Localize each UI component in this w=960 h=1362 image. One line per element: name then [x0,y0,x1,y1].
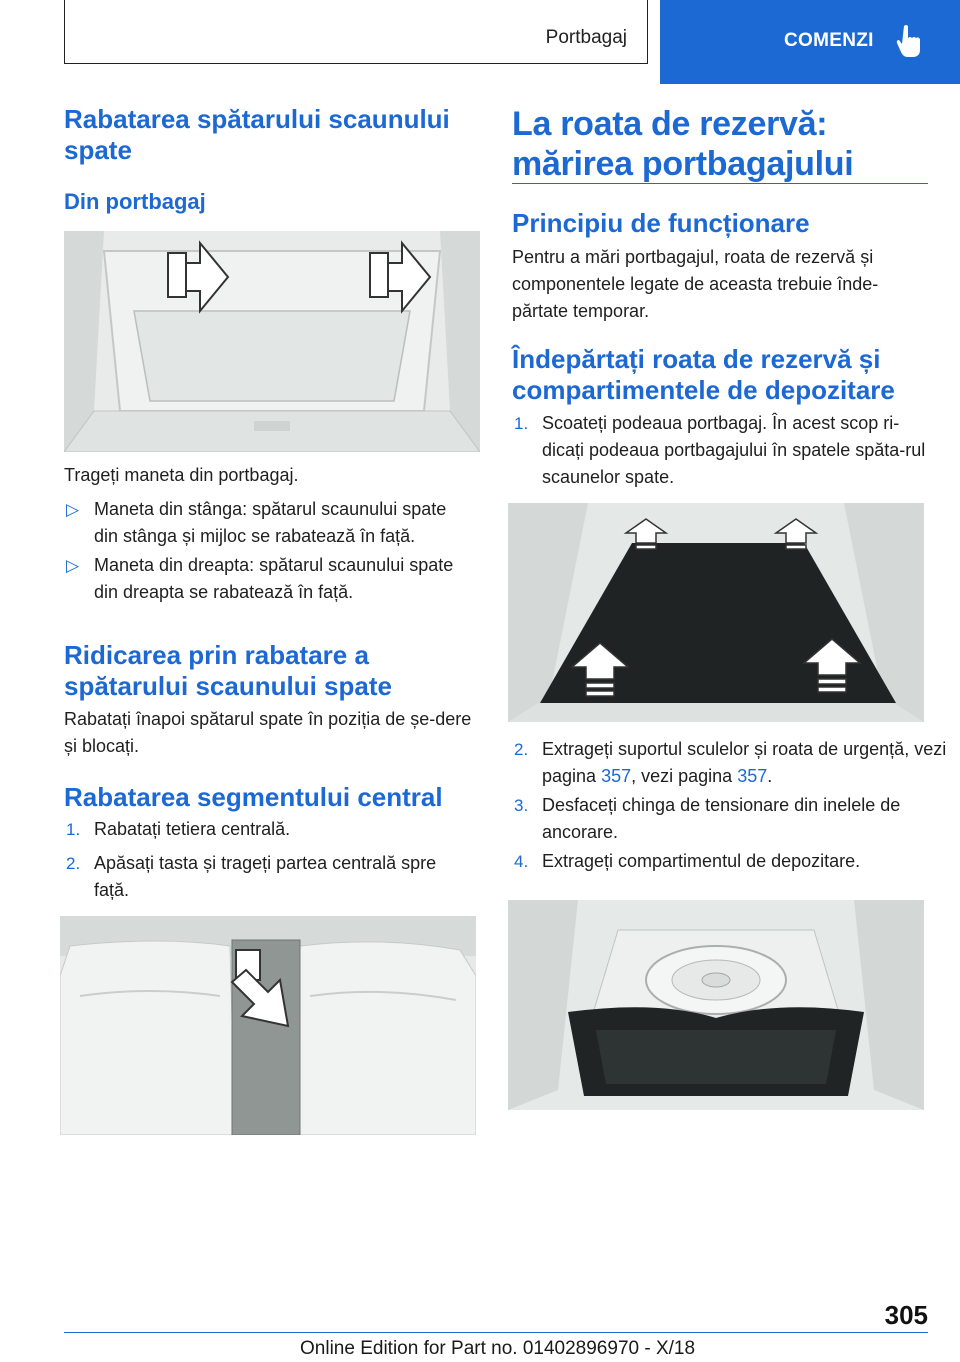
step-text: Scoateți podeaua portbagaj. În acest sco… [542,413,926,487]
trunk-floor-image [508,503,924,722]
principle-text: Pentru a mări portbagajul, roata de reze… [512,247,879,321]
header-section-box: Portbagaj [64,0,648,64]
spare-wheel-compartment-image [508,900,924,1110]
subheading-from-trunk: Din portbagaj [64,189,206,214]
heading-remove-spare: Îndepărtați roata de rezervă și comparti… [512,344,895,405]
step-text-pre: Extrageți suportul sculelor și roata de … [542,739,947,786]
heading-central-segment: Rabatarea segmentului central [64,782,443,812]
bullet-marker-icon: ▷ [66,500,80,519]
heading-underline [512,183,928,184]
footer-divider [64,1332,928,1333]
list-item: ▷ Maneta din dreapta: spătarul scaunului… [64,552,474,606]
trunk-levers-image [64,231,480,452]
bullet-text-right-lever: Maneta din dreapta: spătarul scaunului s… [94,555,454,602]
header-tab-comenzi[interactable]: COMENZI [660,0,960,84]
list-item: 3. Desfaceți chinga de tensionare din in… [512,792,932,846]
heading-raise-backrest: Ridicarea prin rabatare a spătarului sca… [64,640,392,701]
step-text: Rabatați tetiera centrală. [94,819,291,839]
step-text: Apăsați tasta și trageți partea centrală… [94,853,437,900]
heading-fold-backrest: Rabatarea spătarului scaunului spate [64,104,450,165]
list-item: 2. Extrageți suportul sculelor și roata … [512,736,956,790]
header-section-title: Portbagaj [545,27,627,48]
list-item: 1. Scoateți podeaua portbagaj. În acest … [512,410,932,491]
list-item: ▷ Maneta din stânga: spătarul scaunului … [64,496,474,550]
heading-spare-wheel: La roata de rezervă: mărirea portbagajul… [512,105,854,183]
pointing-hand-icon [896,25,920,57]
list-item: 2. Apăsați tasta și trageți partea centr… [64,850,474,904]
step-number: 3. [514,796,529,815]
raise-text: Rabatați înapoi spătarul spate în poziți… [64,709,472,756]
pull-lever-text: Trageți maneta din portbagaj. [64,465,299,485]
header-tab-label: COMENZI [784,30,874,51]
bullet-text-left-lever: Maneta din stânga: spătarul scaunului sp… [94,499,447,546]
step-number: 1. [66,820,81,839]
page-number: 305 [884,1300,928,1330]
step-number: 2. [66,854,81,873]
step-text-mid: , vezi pagina [631,766,738,786]
step-number: 1. [514,414,529,433]
step-text: Desfaceți chinga de tensionare din inele… [542,795,901,842]
step-text-post: . [767,766,773,786]
footer-edition: Online Edition for Part no. 01402896970 … [300,1338,696,1359]
step-text: Extrageți compartimentul de depozitare. [542,851,861,871]
step-number: 4. [514,852,529,871]
page-link[interactable]: 357 [601,766,632,786]
step-number: 2. [514,740,529,759]
list-item: 1. Rabatați tetiera centrală. [64,816,474,843]
list-item: 4. Extrageți compartimentul de depozitar… [512,848,932,875]
rear-seat-center-image [60,916,476,1135]
bullet-marker-icon: ▷ [66,556,80,575]
heading-principle: Principiu de funcționare [512,208,810,238]
page-link[interactable]: 357 [737,766,768,786]
